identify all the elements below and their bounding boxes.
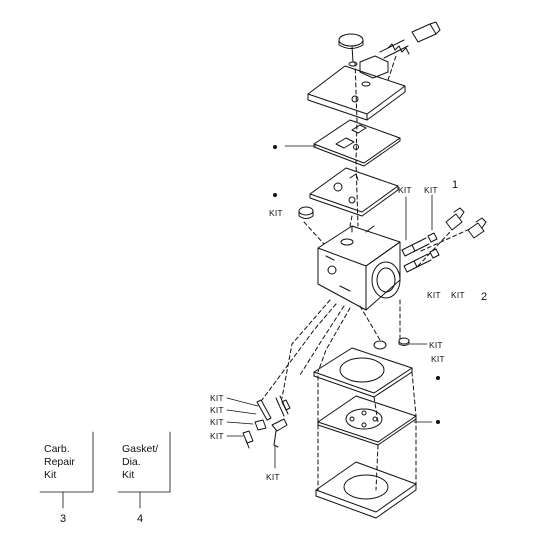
legend-gasket-line-2: Dia. [122, 456, 141, 468]
adjusting-needles-part [401, 207, 487, 273]
legend-carb-line-3: Kit [44, 469, 57, 481]
bottom-cover-part [315, 461, 417, 519]
kit-label-left-4: KIT [210, 431, 224, 441]
pump-cover-screw-part [338, 33, 364, 67]
top-adjust-screw-part [379, 21, 441, 59]
kit-label-right-2: KIT [451, 290, 465, 300]
kit-label-needle-2: KIT [424, 185, 438, 195]
kit-label-left-3: KIT [210, 417, 224, 427]
carburetor-body-part [317, 225, 401, 311]
callout-number-3: 3 [60, 513, 67, 525]
legend-gasket-dia-kit: Gasket/ Dia. Kit [122, 443, 158, 482]
bullet-metering-diaphragm [436, 420, 440, 424]
bullet-pump-diaphragm [273, 145, 277, 149]
metering-diaphragm-part [317, 395, 417, 446]
callout-number-2: 2 [481, 291, 488, 303]
kit-label-lever: KIT [266, 472, 280, 482]
kit-label-welch-plug: KIT [269, 208, 283, 218]
pump-cover-part [307, 55, 406, 121]
legend-carb-line-1: Carb. [44, 443, 70, 455]
metering-gasket-part [313, 347, 413, 398]
callout-leaders [226, 145, 433, 469]
kit-label-left-1: KIT [210, 393, 224, 403]
kit-label-left-2: KIT [210, 405, 224, 415]
callout-number-1: 1 [452, 179, 459, 191]
callout-number-4: 4 [137, 513, 144, 525]
metering-plate-part [309, 167, 399, 217]
legend-lines [39, 431, 171, 509]
legend-gasket-line-1: Gasket/ [122, 443, 159, 455]
small-seals-part [373, 337, 410, 350]
kit-label-seal: KIT [429, 340, 443, 350]
alignment-dashes [261, 55, 473, 491]
legend-gasket-line-3: Kit [122, 469, 135, 481]
legend-carb-repair-kit: Carb. Repair Kit [44, 443, 75, 482]
legend-carb-line-2: Repair [44, 456, 75, 468]
welch-plug-part [298, 206, 314, 219]
kit-label-seal-2: KIT [431, 354, 445, 364]
inlet-needle-lever-part [242, 395, 291, 449]
bullet-metering-plate [273, 193, 277, 197]
kit-label-right-1: KIT [427, 290, 441, 300]
kit-label-needle-1: KIT [398, 185, 412, 195]
bullet-metering-gasket [436, 376, 440, 380]
